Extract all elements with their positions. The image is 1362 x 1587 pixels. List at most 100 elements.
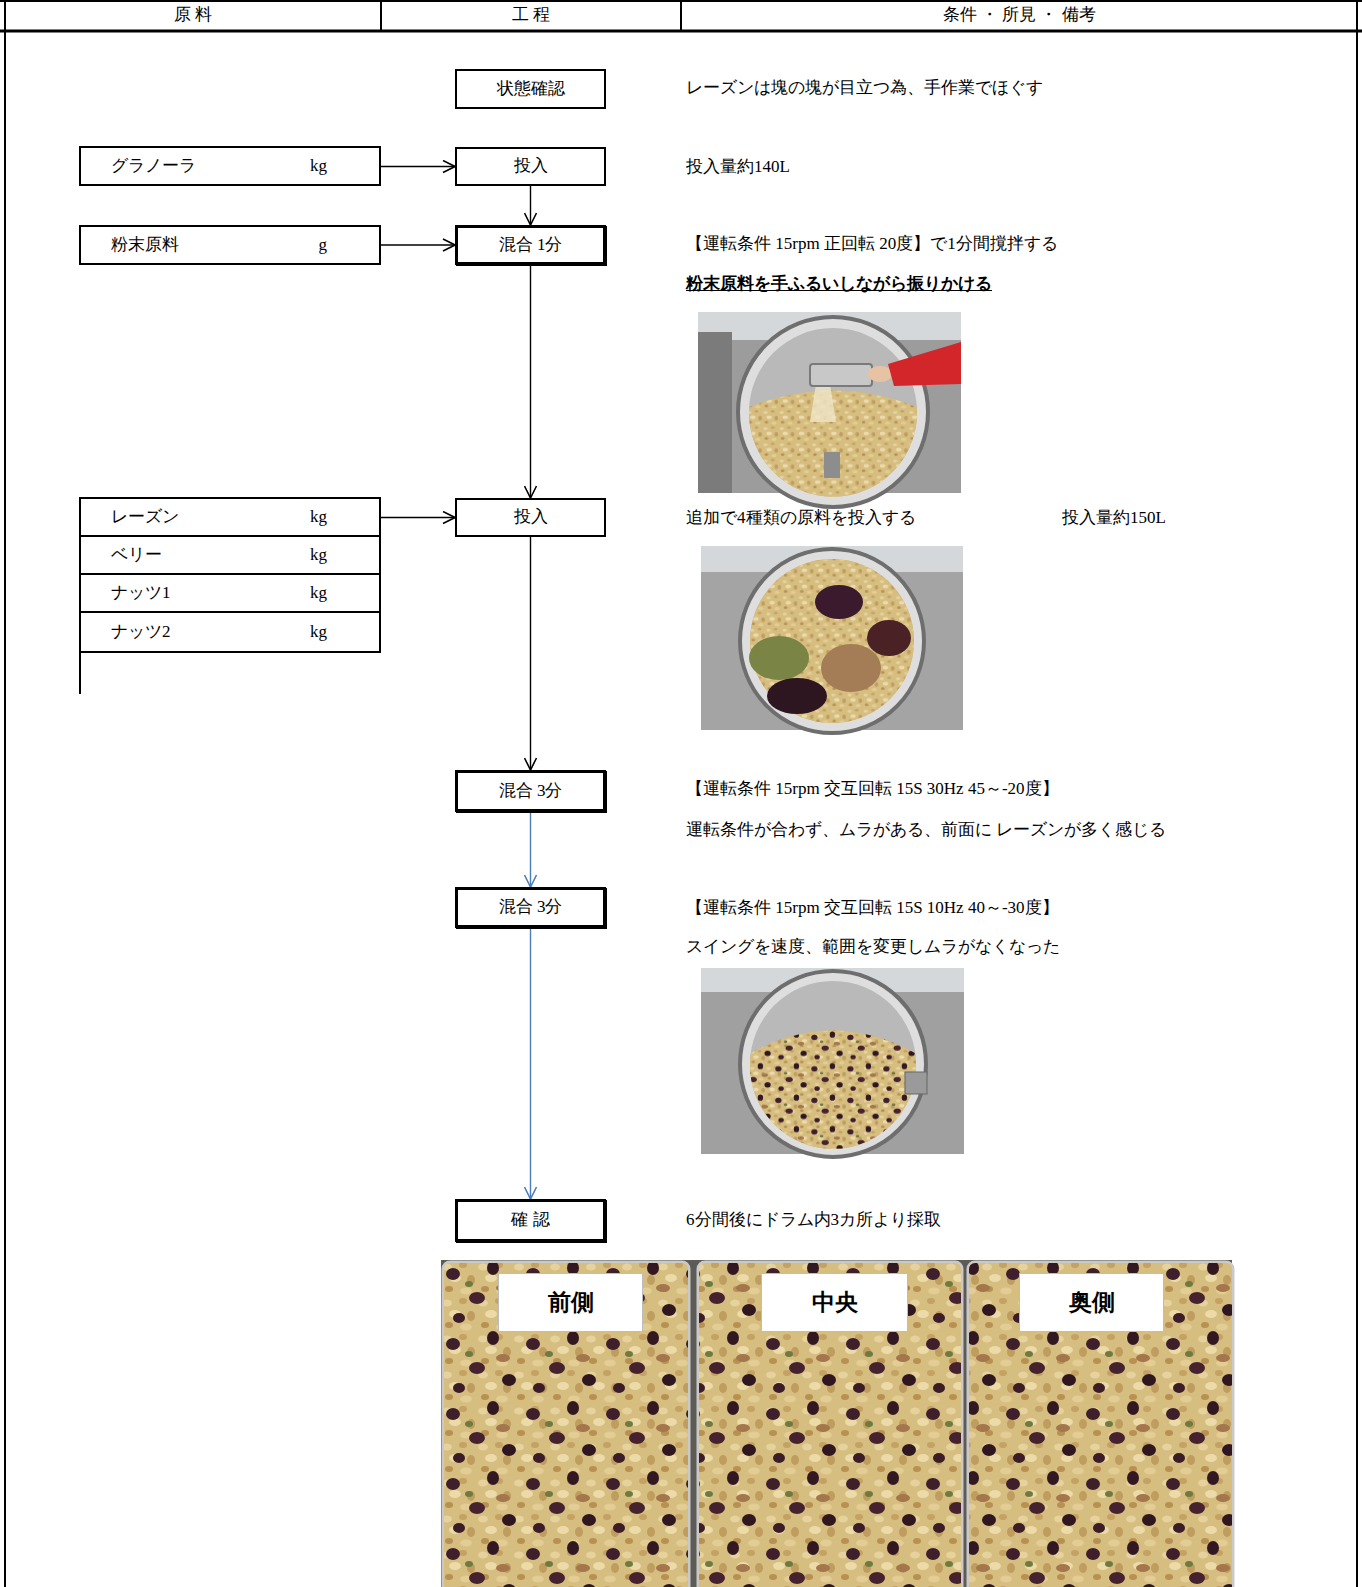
note: 投入量約140L <box>686 156 790 178</box>
drum-rim <box>740 971 926 1157</box>
note: 追加で4種類の原料を投入する <box>686 507 916 529</box>
material-box: ナッツ2 kg <box>79 611 381 653</box>
drum-inside <box>749 328 917 496</box>
process-box: 確 認 <box>455 1199 606 1242</box>
note: 【運転条件 15rpm 交互回転 15S 30Hz 45～-20度】 <box>686 778 1059 800</box>
flow-arrow <box>530 928 531 1199</box>
table-line <box>79 652 81 694</box>
note: 6分間後にドラム内3カ所より採取 <box>686 1209 941 1231</box>
frame-line <box>1356 0 1358 1587</box>
paddle <box>824 452 840 478</box>
node-text: 投入 <box>514 507 548 527</box>
powder <box>810 384 836 422</box>
node-text: ナッツ2 <box>111 622 171 642</box>
photo-ingredients <box>701 546 963 733</box>
flow-arrow <box>530 186 531 225</box>
process-box: 投入 <box>455 147 606 186</box>
frame-line <box>4 0 6 1587</box>
node-text: 混合 1分 <box>499 235 563 255</box>
flow-arrow <box>530 537 531 770</box>
header-cell: 原 料 <box>5 4 381 26</box>
check-box: 状態確認 <box>455 69 606 109</box>
node-text: ナッツ1 <box>111 583 171 603</box>
hand <box>868 366 892 382</box>
granola <box>750 559 914 723</box>
note: レーズンは塊の塊が目立つ為、手作業でほぐす <box>686 77 1043 99</box>
note: 投入量約150L <box>1062 507 1166 529</box>
node-text: ベリー <box>111 545 162 565</box>
note: 粉末原料を手ふるいしながら振りかける <box>686 273 992 295</box>
unit-text: kg <box>310 622 327 642</box>
raisin-pile <box>867 620 911 656</box>
granola <box>750 1031 916 1149</box>
node-text: 奥側 <box>1069 1289 1115 1317</box>
node-text: 粉末原料 <box>111 235 179 255</box>
sieve <box>810 364 872 386</box>
node-text: 確 認 <box>511 1210 549 1230</box>
granola <box>969 1263 1232 1587</box>
flow-arrow <box>530 812 531 887</box>
flow-arrow <box>381 166 455 167</box>
material-box: 粉末原料 g <box>79 225 381 265</box>
header-cell: 工 程 <box>381 4 681 26</box>
photo-label: 奥側 <box>1019 1273 1164 1332</box>
note: スイングを速度、範囲を変更しムラがなくなった <box>686 936 1060 958</box>
raisins <box>444 1263 688 1587</box>
photo-sieving <box>698 312 961 507</box>
node-text: 混合 3分 <box>499 781 563 801</box>
process-box: 混合 1分 <box>455 225 606 265</box>
process-box: 投入 <box>455 498 606 537</box>
tray <box>699 1263 961 1587</box>
granola <box>444 1263 688 1587</box>
unit-text: kg <box>310 583 327 603</box>
granola-base <box>750 1031 916 1149</box>
nut-pile <box>821 644 881 692</box>
paddle <box>905 1072 927 1094</box>
flow-arrow <box>381 244 455 245</box>
raisin-pile <box>767 678 827 714</box>
berry-pile <box>815 585 863 619</box>
unit-text: kg <box>310 156 327 176</box>
granola-base <box>750 559 914 723</box>
note: 【運転条件 15rpm 交互回転 15S 10Hz 40～-30度】 <box>686 897 1059 919</box>
node-text: 前側 <box>548 1289 594 1317</box>
header-cell: 条件 ・ 所見 ・ 備考 <box>681 4 1357 26</box>
granola <box>699 1263 961 1587</box>
process-box: 混合 3分 <box>455 887 606 928</box>
photo-mixed <box>701 968 964 1157</box>
sleeve <box>888 342 961 386</box>
node-text: グラノーラ <box>111 156 196 176</box>
tray <box>444 1263 688 1587</box>
material-box: ナッツ1 kg <box>79 573 381 613</box>
process-box: 混合 3分 <box>455 770 606 812</box>
material-box: グラノーラ kg <box>79 146 381 186</box>
material-box: レーズン kg <box>79 497 381 537</box>
raisins <box>969 1263 1232 1587</box>
photo-label: 中央 <box>761 1273 908 1332</box>
flow-arrow <box>381 517 455 518</box>
material-box: ベリー kg <box>79 535 381 575</box>
drum-rim <box>738 317 928 507</box>
raisins <box>699 1263 961 1587</box>
node-text: 混合 3分 <box>499 897 563 917</box>
photo-samples <box>441 1260 1232 1587</box>
node-text: 状態確認 <box>497 79 565 99</box>
node-text: 中央 <box>812 1289 858 1317</box>
drum-rim <box>740 549 924 733</box>
frame-line <box>380 0 382 31</box>
unit-text: kg <box>310 507 327 527</box>
unit-text: g <box>319 235 328 255</box>
unit-text: kg <box>310 545 327 565</box>
nut-pile <box>749 636 809 680</box>
frame-line <box>680 0 682 31</box>
photo-label: 前側 <box>498 1273 643 1332</box>
note: 運転条件が合わず、ムラがある、前面に レーズンが多く感じる <box>686 819 1166 841</box>
raisins <box>750 1031 916 1149</box>
note: 【運転条件 15rpm 正回転 20度】で1分間撹拌する <box>686 233 1058 255</box>
flow-arrow <box>530 265 531 498</box>
tray <box>969 1263 1232 1587</box>
node-text: 投入 <box>514 156 548 176</box>
node-text: レーズン <box>111 507 179 527</box>
machine-side <box>698 332 732 493</box>
